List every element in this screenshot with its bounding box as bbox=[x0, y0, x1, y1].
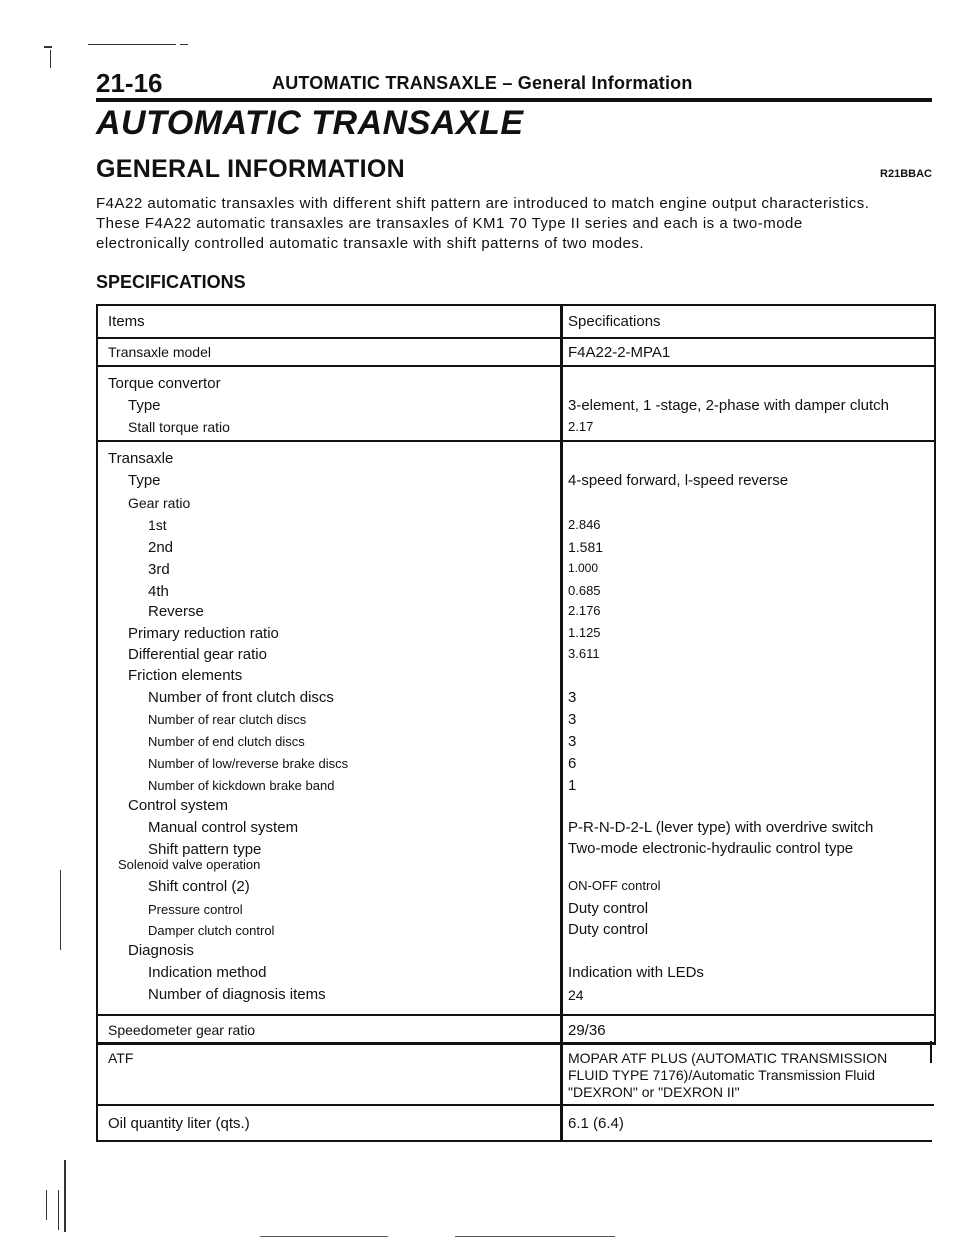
spec-value: 6.1 (6.4) bbox=[568, 1115, 624, 1132]
item-label: Pressure control bbox=[148, 902, 243, 917]
header-rule bbox=[96, 98, 932, 102]
spec-table bbox=[96, 304, 936, 1045]
item-label: Reverse bbox=[148, 603, 204, 620]
spec-value: ON-OFF control bbox=[568, 878, 661, 893]
spec-value: 4-speed forward, l-speed reverse bbox=[568, 472, 789, 489]
spec-value: MOPAR ATF PLUS (AUTOMATIC TRANSMISSION bbox=[568, 1050, 888, 1066]
item-label: Differential gear ratio bbox=[128, 646, 267, 663]
spec-value: Indication with LEDs bbox=[568, 964, 704, 981]
spec-value: Duty control bbox=[568, 921, 649, 938]
item-label: Primary reduction ratio bbox=[128, 625, 279, 642]
spec-value: 3 bbox=[568, 711, 577, 728]
item-label: Torque convertor bbox=[108, 375, 221, 392]
item-label: Diagnosis bbox=[128, 942, 194, 959]
spec-value: 3-element, 1 -stage, 2-phase with damper… bbox=[568, 397, 889, 414]
spec-value: 6 bbox=[568, 755, 577, 772]
specs-heading: SPECIFICATIONS bbox=[96, 272, 246, 292]
intro-line: F4A22 automatic transaxles with differen… bbox=[96, 195, 870, 212]
spec-value: 2.17 bbox=[568, 419, 594, 434]
spec-value: Two-mode electronic-hydraulic control ty… bbox=[568, 840, 854, 857]
item-label: Stall torque ratio bbox=[128, 419, 230, 435]
item-label: Damper clutch control bbox=[148, 923, 275, 938]
section-code: R21BBAC bbox=[880, 168, 932, 180]
item-label: Number of front clutch discs bbox=[148, 689, 334, 706]
item-label: Indication method bbox=[148, 964, 267, 981]
column-divider bbox=[560, 304, 563, 1041]
item-label: Control system bbox=[128, 797, 229, 814]
item-label: Number of end clutch discs bbox=[148, 734, 305, 749]
table-right-border bbox=[930, 1041, 932, 1063]
row-divider bbox=[96, 1014, 934, 1016]
spec-value: 29/36 bbox=[568, 1022, 606, 1039]
item-label: Shift control (2) bbox=[148, 878, 250, 895]
item-label: 4th bbox=[148, 583, 169, 600]
spec-value: P-R-N-D-2-L (lever type) with overdrive … bbox=[568, 819, 874, 836]
spec-value: F4A22-2-MPA1 bbox=[568, 344, 671, 361]
item-label: 3rd bbox=[148, 561, 170, 578]
intro-line: These F4A22 automatic transaxles are tra… bbox=[96, 215, 803, 232]
item-label: Gear ratio bbox=[128, 495, 191, 511]
item-label: 2nd bbox=[148, 539, 174, 556]
row-divider bbox=[96, 1042, 934, 1044]
item-label: Transaxle model bbox=[108, 344, 211, 360]
item-label: Shift pattern type bbox=[148, 841, 262, 858]
row-divider bbox=[96, 440, 934, 442]
column-divider bbox=[560, 1041, 563, 1141]
spec-value: 2.846 bbox=[568, 517, 601, 532]
page-number: 21-16 bbox=[96, 68, 163, 98]
section-title: GENERAL INFORMATION bbox=[96, 155, 405, 183]
item-label: 1st bbox=[148, 517, 167, 533]
item-label: Type bbox=[128, 397, 161, 414]
row-divider bbox=[96, 365, 934, 367]
spec-value: 2.176 bbox=[568, 603, 601, 618]
spec-value: 1 bbox=[568, 777, 577, 794]
spec-value: 24 bbox=[568, 987, 584, 1003]
item-label: Speedometer gear ratio bbox=[108, 1022, 256, 1038]
footer-rule bbox=[260, 1236, 388, 1237]
item-label: Type bbox=[128, 472, 161, 489]
spec-value: FLUID TYPE 7176)/Automatic Transmission … bbox=[568, 1067, 876, 1083]
footer-rule bbox=[455, 1236, 615, 1237]
item-label: Number of kickdown brake band bbox=[148, 778, 335, 793]
item-label: Solenoid valve operation bbox=[118, 857, 261, 872]
spec-value: Duty control bbox=[568, 900, 649, 917]
item-label: Transaxle bbox=[108, 450, 174, 467]
item-label: Number of rear clutch discs bbox=[148, 712, 307, 727]
row-divider bbox=[96, 337, 934, 339]
column-header-items: Items bbox=[108, 313, 145, 330]
main-title: AUTOMATIC TRANSAXLE bbox=[96, 104, 524, 142]
spec-value: 1.581 bbox=[568, 539, 604, 555]
spec-value: 3.611 bbox=[568, 646, 600, 661]
spec-value: 1.125 bbox=[568, 625, 601, 640]
spec-value: 3 bbox=[568, 689, 577, 706]
item-label: Number of diagnosis items bbox=[148, 986, 326, 1003]
intro-line: electronically controlled automatic tran… bbox=[96, 235, 645, 252]
item-label: Number of low/reverse brake discs bbox=[148, 756, 349, 771]
intro-paragraph: F4A22 automatic transaxles with differen… bbox=[96, 194, 936, 254]
spec-value: 3 bbox=[568, 733, 577, 750]
item-label: Friction elements bbox=[128, 667, 243, 684]
item-label: Oil quantity liter (qts.) bbox=[108, 1115, 250, 1132]
running-title: AUTOMATIC TRANSAXLE – General Informatio… bbox=[272, 73, 693, 93]
item-label: Manual control system bbox=[148, 819, 299, 836]
spec-value: "DEXRON" or "DEXRON II" bbox=[568, 1084, 740, 1100]
column-header-specs: Specifications bbox=[568, 313, 661, 330]
table-left-border bbox=[96, 1041, 98, 1141]
table-bottom-border bbox=[96, 1140, 932, 1142]
spec-value: 1.000 bbox=[568, 561, 599, 575]
item-label: ATF bbox=[108, 1050, 134, 1066]
spec-value: 0.685 bbox=[568, 583, 601, 598]
row-divider bbox=[96, 1104, 934, 1106]
